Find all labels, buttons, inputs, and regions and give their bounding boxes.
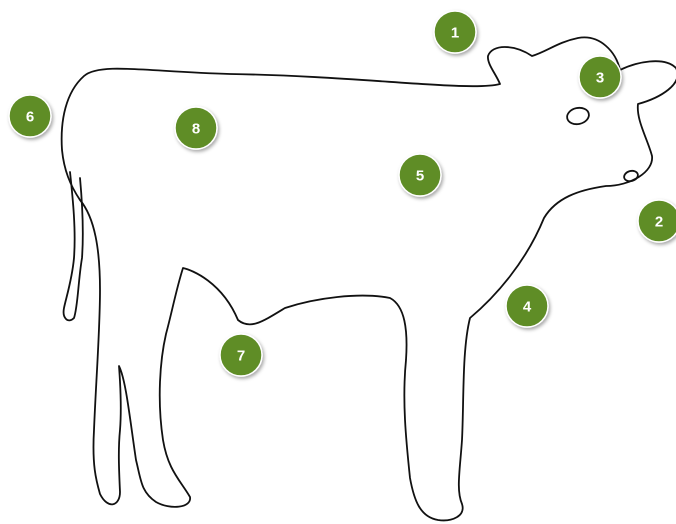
marker-7: 7 (220, 334, 262, 376)
marker-5: 5 (399, 154, 441, 196)
marker-3: 3 (579, 56, 621, 98)
calf-body-outline (62, 37, 676, 520)
marker-label: 2 (655, 214, 663, 231)
marker-label: 5 (416, 168, 424, 185)
marker-label: 8 (192, 121, 200, 138)
marker-1: 1 (434, 11, 476, 53)
marker-2: 2 (638, 200, 676, 242)
marker-label: 3 (596, 70, 604, 87)
marker-label: 7 (237, 348, 245, 365)
marker-4: 4 (506, 285, 548, 327)
calf-outline (62, 37, 676, 520)
marker-label: 6 (26, 109, 34, 126)
marker-label: 1 (451, 25, 459, 42)
calf-nostril-outline (623, 169, 639, 182)
marker-8: 8 (175, 107, 217, 149)
calf-tail-outline (64, 172, 83, 320)
marker-6: 6 (9, 95, 51, 137)
marker-label: 4 (523, 299, 532, 316)
calf-eye-outline (566, 106, 591, 126)
